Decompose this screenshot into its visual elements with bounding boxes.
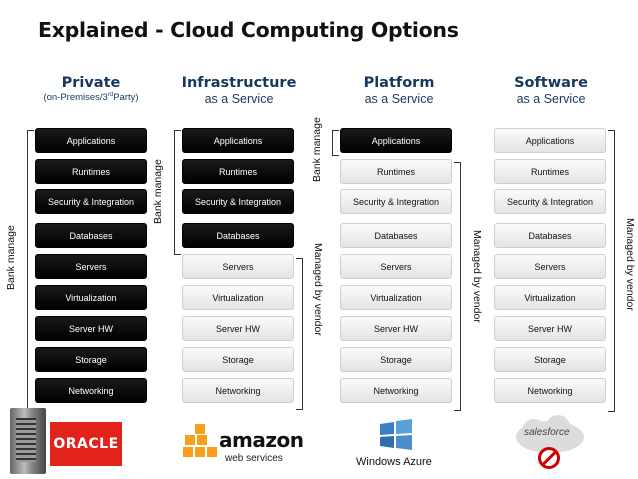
layer-box: Databases: [340, 223, 452, 248]
label-bank-manage-private: Bank manage: [5, 225, 17, 290]
layer-box: Server HW: [494, 316, 606, 341]
page-title: Explained - Cloud Computing Options: [38, 18, 459, 42]
layer-box: Server HW: [182, 316, 294, 341]
layer-box: Security & Integration: [494, 189, 606, 214]
layer-box: Server HW: [35, 316, 147, 341]
layer-box: Storage: [340, 347, 452, 372]
layer-box: Storage: [494, 347, 606, 372]
column-heading: Infrastructure: [181, 75, 297, 91]
oracle-logo-text: ORACLE: [53, 436, 119, 452]
layer-box: Networking: [494, 378, 606, 403]
bracket-iaas-vendor: [296, 258, 303, 410]
label-managed-by-vendor-paas: Managed by vendor: [471, 230, 483, 323]
salesforce-text: salesforce: [524, 427, 570, 438]
no-software-badge-icon: [538, 447, 560, 469]
layer-box: Virtualization: [340, 285, 452, 310]
column-heading: Private: [61, 75, 121, 91]
layer-box: Virtualization: [494, 285, 606, 310]
bracket-paas-vendor: [454, 162, 461, 411]
layer-box: Server HW: [340, 316, 452, 341]
column-subheading: (on-Premises/3rdParty): [43, 92, 139, 104]
bracket-paas-bank: [332, 130, 339, 156]
bracket-private-bank: [27, 130, 34, 412]
windows-azure-logo: Windows Azure: [354, 418, 444, 473]
layer-box: Security & Integration: [35, 189, 147, 214]
bracket-iaas-bank: [174, 130, 181, 255]
column-heading: Platform: [363, 75, 435, 91]
amazon-web-services-text: web services: [225, 453, 283, 464]
amazon-web-services-logo: amazon web services: [183, 422, 304, 472]
column-heading: Software: [514, 75, 588, 91]
windows-azure-text: Windows Azure: [356, 456, 432, 468]
label-managed-by-vendor-iaas: Managed by vendor: [312, 243, 324, 336]
oracle-logo: ORACLE: [50, 422, 122, 466]
amazon-wordmark: amazon: [219, 428, 304, 452]
salesforce-logo: salesforce: [510, 415, 590, 473]
layer-box: Applications: [35, 128, 147, 153]
layer-box: Applications: [340, 128, 452, 153]
column-header-iaas: Infrastructure as a Service: [164, 75, 314, 106]
column-header-saas: Software as a Service: [476, 75, 626, 106]
layer-box: Networking: [182, 378, 294, 403]
layer-box: Databases: [35, 223, 147, 248]
layer-box: Storage: [182, 347, 294, 372]
layer-box: Applications: [494, 128, 606, 153]
layer-box: Servers: [35, 254, 147, 279]
bracket-saas-vendor: [608, 130, 615, 412]
column-subheading: as a Service: [516, 92, 586, 106]
layer-box: Security & Integration: [182, 189, 294, 214]
layer-box: Storage: [35, 347, 147, 372]
layer-box: Runtimes: [494, 159, 606, 184]
layer-box: Runtimes: [340, 159, 452, 184]
layer-box: Databases: [494, 223, 606, 248]
column-subheading: as a Service: [364, 92, 434, 106]
layer-box: Databases: [182, 223, 294, 248]
layer-box: Servers: [494, 254, 606, 279]
label-bank-manage-paas: Bank manage: [311, 117, 323, 182]
column-header-private: Private (on-Premises/3rdParty): [16, 75, 166, 103]
layer-box: Security & Integration: [340, 189, 452, 214]
server-tower-icon: [10, 408, 46, 474]
salesforce-cloud-icon: [516, 415, 584, 453]
layer-box: Virtualization: [35, 285, 147, 310]
windows-flag-icon: [380, 419, 412, 450]
layer-box: Servers: [182, 254, 294, 279]
layer-box: Networking: [340, 378, 452, 403]
column-header-paas: Platform as a Service: [324, 75, 474, 106]
layer-box: Virtualization: [182, 285, 294, 310]
layer-box: Runtimes: [35, 159, 147, 184]
column-subheading: as a Service: [204, 92, 274, 106]
layer-box: Applications: [182, 128, 294, 153]
layer-box: Runtimes: [182, 159, 294, 184]
aws-cubes-icon: [183, 424, 217, 457]
label-bank-manage-iaas: Bank manage: [152, 159, 164, 224]
label-managed-by-vendor-saas: Managed by vendor: [624, 218, 636, 311]
layer-box: Networking: [35, 378, 147, 403]
layer-box: Servers: [340, 254, 452, 279]
